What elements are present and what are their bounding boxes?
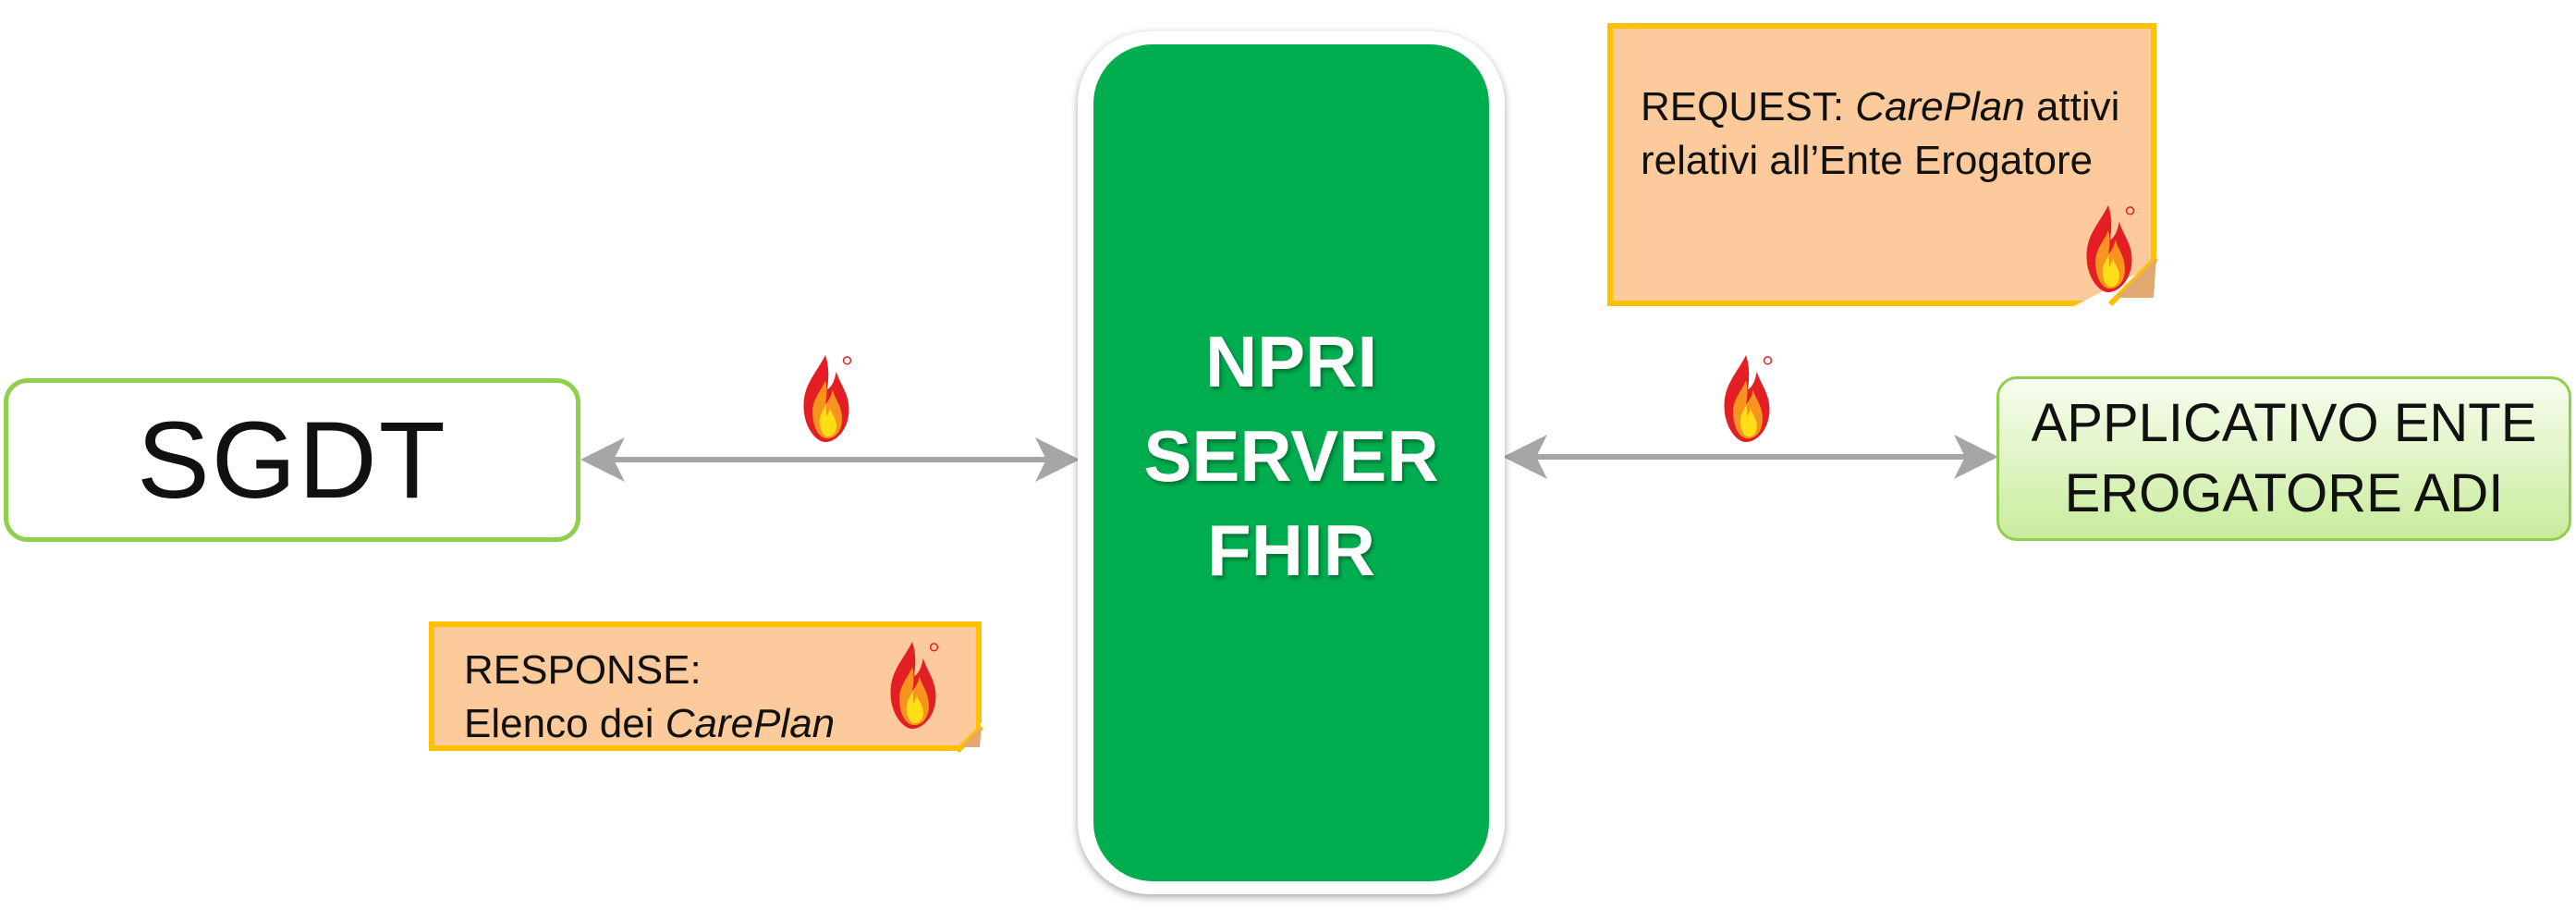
server-label-line-3: FHIR <box>1207 510 1375 591</box>
sgdt-label: SGDT <box>137 399 447 522</box>
applicativo-label-line-1: APPLICATIVO ENTE <box>2031 393 2537 453</box>
fhir-flame-icon <box>884 640 941 731</box>
response-careplan: CarePlan <box>665 701 836 746</box>
server-label: NPRI SERVER FHIR <box>1093 314 1489 597</box>
request-prefix: REQUEST: <box>1641 84 1856 129</box>
applicativo-label-line-2: EROGATORE ADI <box>2064 463 2504 523</box>
response-prefix: Elenco dei <box>464 701 665 746</box>
server-box <box>1093 44 1489 881</box>
response-line-1: RESPONSE: <box>464 647 702 693</box>
response-note: RESPONSE: Elenco dei CarePlan <box>429 621 982 751</box>
request-note-fold <box>2107 255 2159 307</box>
fhir-flame-icon <box>2080 203 2137 294</box>
fhir-flame-icon <box>1717 353 1775 444</box>
server-label-line-2: SERVER <box>1143 415 1439 497</box>
request-careplan: CarePlan <box>1855 84 2025 129</box>
fhir-flame-icon <box>797 353 854 444</box>
response-note-fold <box>956 725 983 753</box>
sgdt-box: SGDT <box>4 378 580 542</box>
response-note-text: RESPONSE: Elenco dei CarePlan <box>464 644 835 751</box>
request-line-2: relativi all’Ente Erogatore <box>1641 138 2094 183</box>
request-suffix: attivi <box>2024 84 2120 129</box>
request-note-text: REQUEST: CarePlan attivi relativi all’En… <box>1641 80 2119 188</box>
request-note: REQUEST: CarePlan attivi relativi all’En… <box>1607 23 2156 306</box>
server-label-line-1: NPRI <box>1204 321 1378 402</box>
applicativo-box: APPLICATIVO ENTE EROGATORE ADI <box>1996 376 2571 541</box>
